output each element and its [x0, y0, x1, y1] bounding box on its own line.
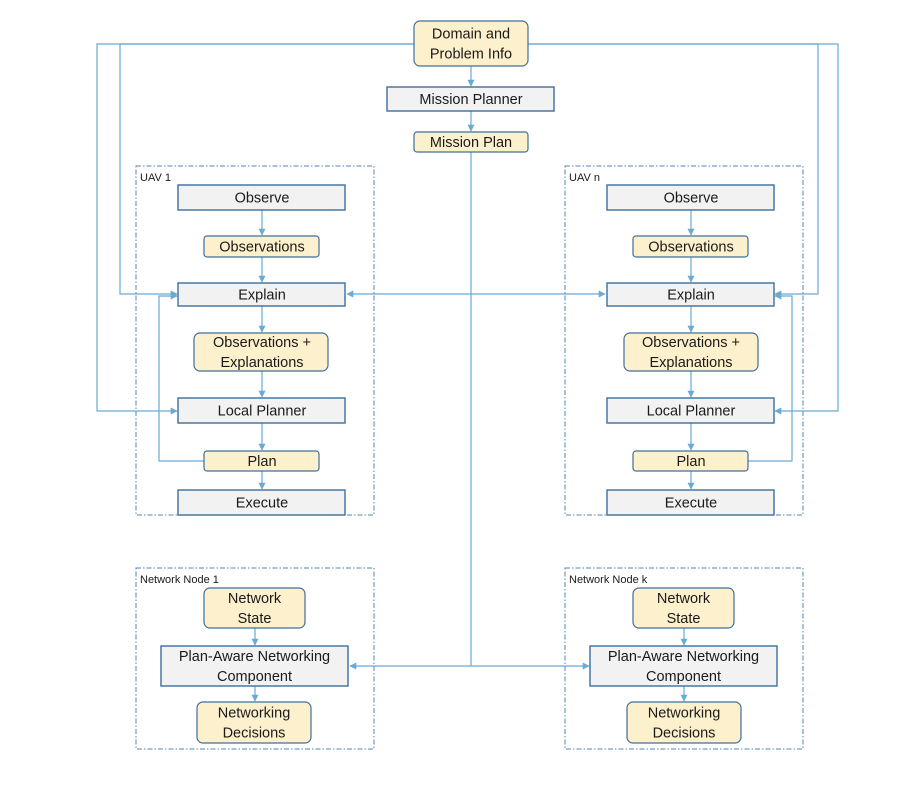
uav-1-plan-node: Plan [203, 450, 320, 472]
uav-1-observe-node: Observe [177, 184, 346, 211]
uav-1-explain-label: Explain [238, 288, 286, 304]
uav-n-explain-label: Explain [667, 288, 715, 304]
uav-n-plan-label: Plan [676, 454, 705, 470]
mission-planner-node: Mission Planner [386, 86, 555, 112]
uav-n-observe-node: Observe [606, 184, 775, 211]
uav-n-observations-label: Observations [648, 240, 733, 256]
uav-1-obs-expl-label: Observations +Explanations [213, 335, 311, 371]
link-uav1-plan-feedback-to-explain [158, 292, 204, 462]
mission-plan-label: Mission Plan [430, 135, 512, 151]
network-node-k-group [564, 567, 804, 750]
uav-1-observations-label: Observations [219, 240, 304, 256]
connectors [96, 43, 839, 702]
link-domain-to-uavn-local-planner [528, 43, 839, 415]
uav-1-obs-expl-node: Observations +Explanations [193, 332, 329, 372]
uav-n-obs-expl-node: Observations +Explanations [623, 332, 759, 372]
mission-planner-label: Mission Planner [419, 92, 522, 108]
uav-1-observe-label: Observe [235, 191, 290, 207]
uav-n-observe-label: Observe [664, 191, 719, 207]
link-uavn-plan-feedback-to-explain [748, 292, 793, 462]
uav-n-execute-node: Execute [606, 489, 775, 516]
uav-n-execute-label: Execute [665, 496, 717, 512]
uav-n-local-planner-label: Local Planner [647, 404, 736, 420]
uav-n-obs-expl-label: Observations +Explanations [642, 335, 740, 371]
network-node-k-label: Network Node k [569, 574, 648, 586]
uav-1-execute-node: Execute [177, 489, 346, 516]
uav-n-plan-node: Plan [632, 450, 749, 472]
network-node-1-group [135, 567, 375, 750]
network-node-1-label: Network Node 1 [140, 574, 219, 586]
uav-n-observations-node: Observations [632, 235, 749, 258]
uav-1-observations-node: Observations [203, 235, 320, 258]
uav-1-label: UAV 1 [140, 172, 171, 184]
uav-1-plan-label: Plan [247, 454, 276, 470]
uav-1-explain-node: Explain [177, 282, 346, 307]
uav-n-label: UAV n [569, 172, 600, 184]
uav-n-local-planner-node: Local Planner [606, 397, 775, 424]
mission-plan-node: Mission Plan [413, 131, 529, 153]
link-domain-to-uav1-local-planner [96, 43, 414, 415]
uav-n-explain-node: Explain [606, 282, 775, 307]
uav-1-execute-label: Execute [236, 496, 288, 512]
uav-1-local-planner-label: Local Planner [218, 404, 307, 420]
uav-1-local-planner-node: Local Planner [177, 397, 346, 424]
